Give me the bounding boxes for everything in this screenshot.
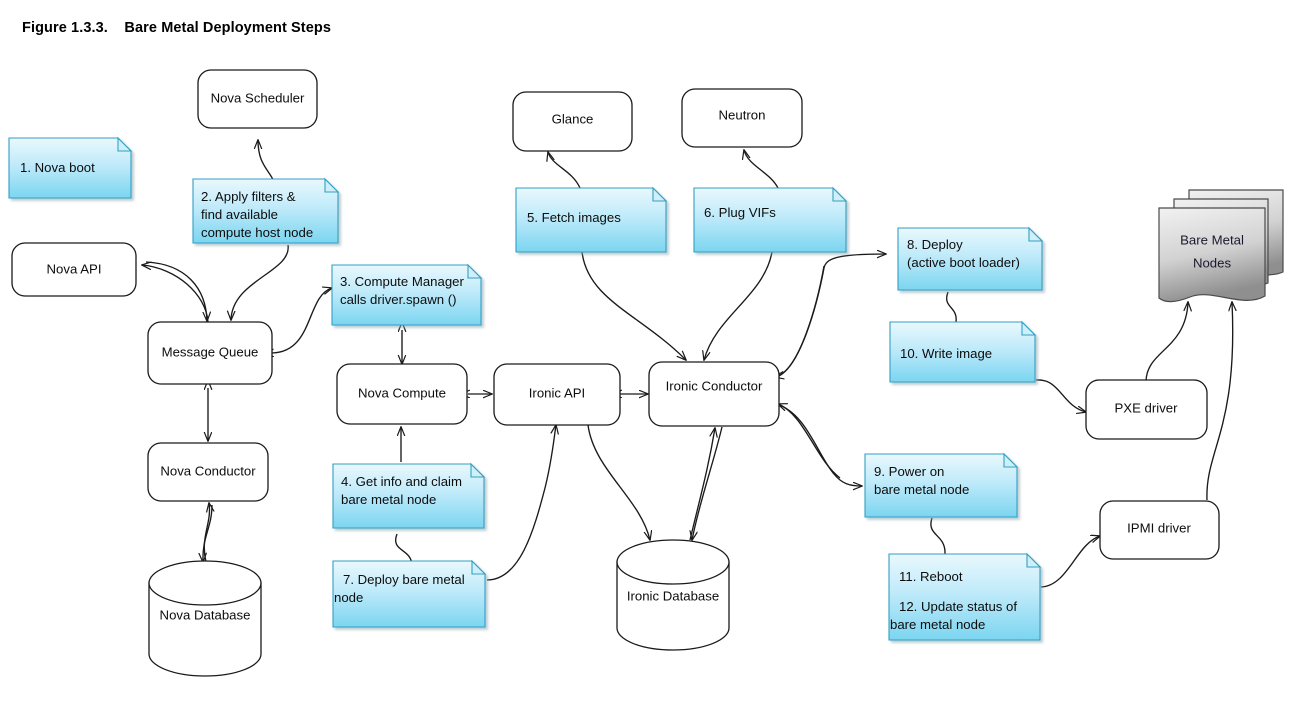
- note-step-12-line-1: 12. Update status of: [899, 599, 1017, 614]
- connector-pxe-driver-to-bare-metal-nodes: [1145, 302, 1188, 383]
- node-label-nova-database: Nova Database: [160, 607, 251, 622]
- note-step-2[interactable]: [192, 177, 340, 244]
- note-step-3-line-1: 3. Compute Manager: [340, 274, 464, 289]
- note-step-4-line-2: bare metal node: [341, 492, 436, 507]
- connector-step8-to-step10: [946, 291, 957, 323]
- node-label-neutron: Neutron: [719, 107, 766, 122]
- connector-step10-to-pxe-driver: [1035, 379, 1086, 412]
- connector-step6-to-ironic-conductor: [704, 251, 773, 360]
- node-nova-api[interactable]: Nova API: [11, 242, 137, 297]
- node-pxe-driver[interactable]: PXE driver: [1085, 379, 1208, 440]
- note-step-3[interactable]: [331, 263, 483, 326]
- node-neutron[interactable]: Neutron: [681, 88, 803, 148]
- connector-step5-to-ironic-conductor: [581, 251, 686, 360]
- connector-ironic-conductor-to-step8: [772, 254, 886, 379]
- note-step-12-line-2: bare metal node: [890, 617, 985, 632]
- connector-ironic-api-to-ironic-database: [587, 424, 650, 540]
- node-ironic-api[interactable]: Ironic API: [493, 363, 621, 426]
- connector-to-nova-database: [203, 504, 213, 562]
- note-step-6-line-1: 6. Plug VIFs: [704, 205, 776, 220]
- connector-step5-to-glance: [548, 152, 581, 189]
- node-label-ironic-api: Ironic API: [529, 385, 585, 400]
- note-step-8[interactable]: [897, 226, 1044, 291]
- node-nova-database[interactable]: Nova Database: [148, 560, 262, 677]
- note-step-9-line-1: 9. Power on: [874, 464, 944, 479]
- node-label-message-queue: Message Queue: [162, 344, 259, 359]
- note-step-8-line-1: 8. Deploy: [907, 237, 963, 252]
- node-nova-compute[interactable]: Nova Compute: [336, 363, 468, 425]
- note-step-8-line-2: (active boot loader): [907, 255, 1020, 270]
- node-label-ipmi-driver: IPMI driver: [1127, 520, 1191, 535]
- node-label-bare-metal-nodes-line2: Nodes: [1193, 255, 1232, 270]
- node-ironic-conductor[interactable]: Ironic Conductor: [648, 361, 780, 427]
- note-step-10-line-1: 10. Write image: [900, 346, 992, 361]
- note-step-2-line-1: 2. Apply filters &: [201, 189, 296, 204]
- connector-message-queue-to-nova-api: [142, 265, 209, 323]
- note-step-1-line-1: 1. Nova boot: [20, 160, 95, 175]
- node-ipmi-driver[interactable]: IPMI driver: [1099, 500, 1220, 560]
- connector-step8-return-to-ironic-conductor: [775, 265, 825, 377]
- note-step-6[interactable]: [693, 186, 848, 253]
- note-step-11-line-1: 11. Reboot: [899, 569, 963, 584]
- node-label-glance: Glance: [552, 111, 594, 126]
- note-step-11-12[interactable]: [888, 552, 1042, 641]
- node-label-nova-conductor: Nova Conductor: [160, 463, 256, 478]
- connector-ironic-database-to-ironic-conductor: [692, 426, 723, 540]
- node-bare-metal-nodes[interactable]: Bare Metal Nodes: [1158, 189, 1284, 303]
- figure-caption: Figure 1.3.3. Bare Metal Deployment Step…: [22, 20, 331, 36]
- node-label-ironic-conductor: Ironic Conductor: [666, 378, 763, 393]
- connector-layer: [142, 140, 1233, 588]
- connector-step7-to-ironic-api: [486, 425, 556, 581]
- connector-step9-to-step11: [930, 517, 946, 555]
- connector-message-queue-to-step3: [272, 288, 332, 353]
- node-ironic-database[interactable]: Ironic Database: [616, 539, 730, 651]
- note-step-5[interactable]: [515, 186, 668, 253]
- note-step-5-line-1: 5. Fetch images: [527, 210, 621, 225]
- node-label-bare-metal-nodes-line1: Bare Metal: [1180, 232, 1244, 247]
- node-label-pxe-driver: PXE driver: [1114, 400, 1178, 415]
- node-label-nova-api: Nova API: [47, 261, 102, 276]
- note-step-3-line-2: calls driver.spawn (): [340, 292, 457, 307]
- note-step-1[interactable]: [8, 136, 133, 199]
- connector-step6-to-neutron: [744, 150, 779, 189]
- connector-step11-to-ipmi-driver: [1040, 536, 1100, 588]
- connector-ipmi-driver-to-bare-metal-nodes: [1206, 302, 1233, 501]
- connector-step9-return-to-ironic-conductor: [778, 404, 841, 479]
- node-label-ironic-database: Ironic Database: [627, 588, 719, 603]
- connector-nova-api-to-message-queue: [145, 261, 207, 321]
- connector-ironic-database-up-to-ironic-conductor: [689, 428, 715, 541]
- note-step-2-line-2: find available: [201, 207, 278, 222]
- node-nova-scheduler[interactable]: Nova Scheduler: [197, 69, 318, 129]
- note-step-7[interactable]: [332, 559, 487, 628]
- node-label-nova-scheduler: Nova Scheduler: [211, 90, 305, 105]
- connector-step2-to-message-queue: [231, 244, 289, 320]
- note-step-4[interactable]: [332, 462, 486, 529]
- note-step-7-line-2: node: [334, 590, 363, 605]
- note-step-7-line-1: 7. Deploy bare metal: [343, 572, 465, 587]
- note-step-2-line-3: compute host node: [201, 225, 313, 240]
- node-label-nova-compute: Nova Compute: [358, 385, 446, 400]
- note-step-4-line-1: 4. Get info and claim: [341, 474, 462, 489]
- note-step-10[interactable]: [889, 320, 1037, 383]
- node-nova-conductor[interactable]: Nova Conductor: [147, 442, 269, 502]
- note-step-9-line-2: bare metal node: [874, 482, 969, 497]
- connector-ironic-conductor-to-step9: [775, 403, 862, 486]
- node-message-queue[interactable]: Message Queue: [147, 321, 273, 385]
- node-glance[interactable]: Glance: [512, 91, 633, 152]
- note-step-9[interactable]: [864, 452, 1019, 518]
